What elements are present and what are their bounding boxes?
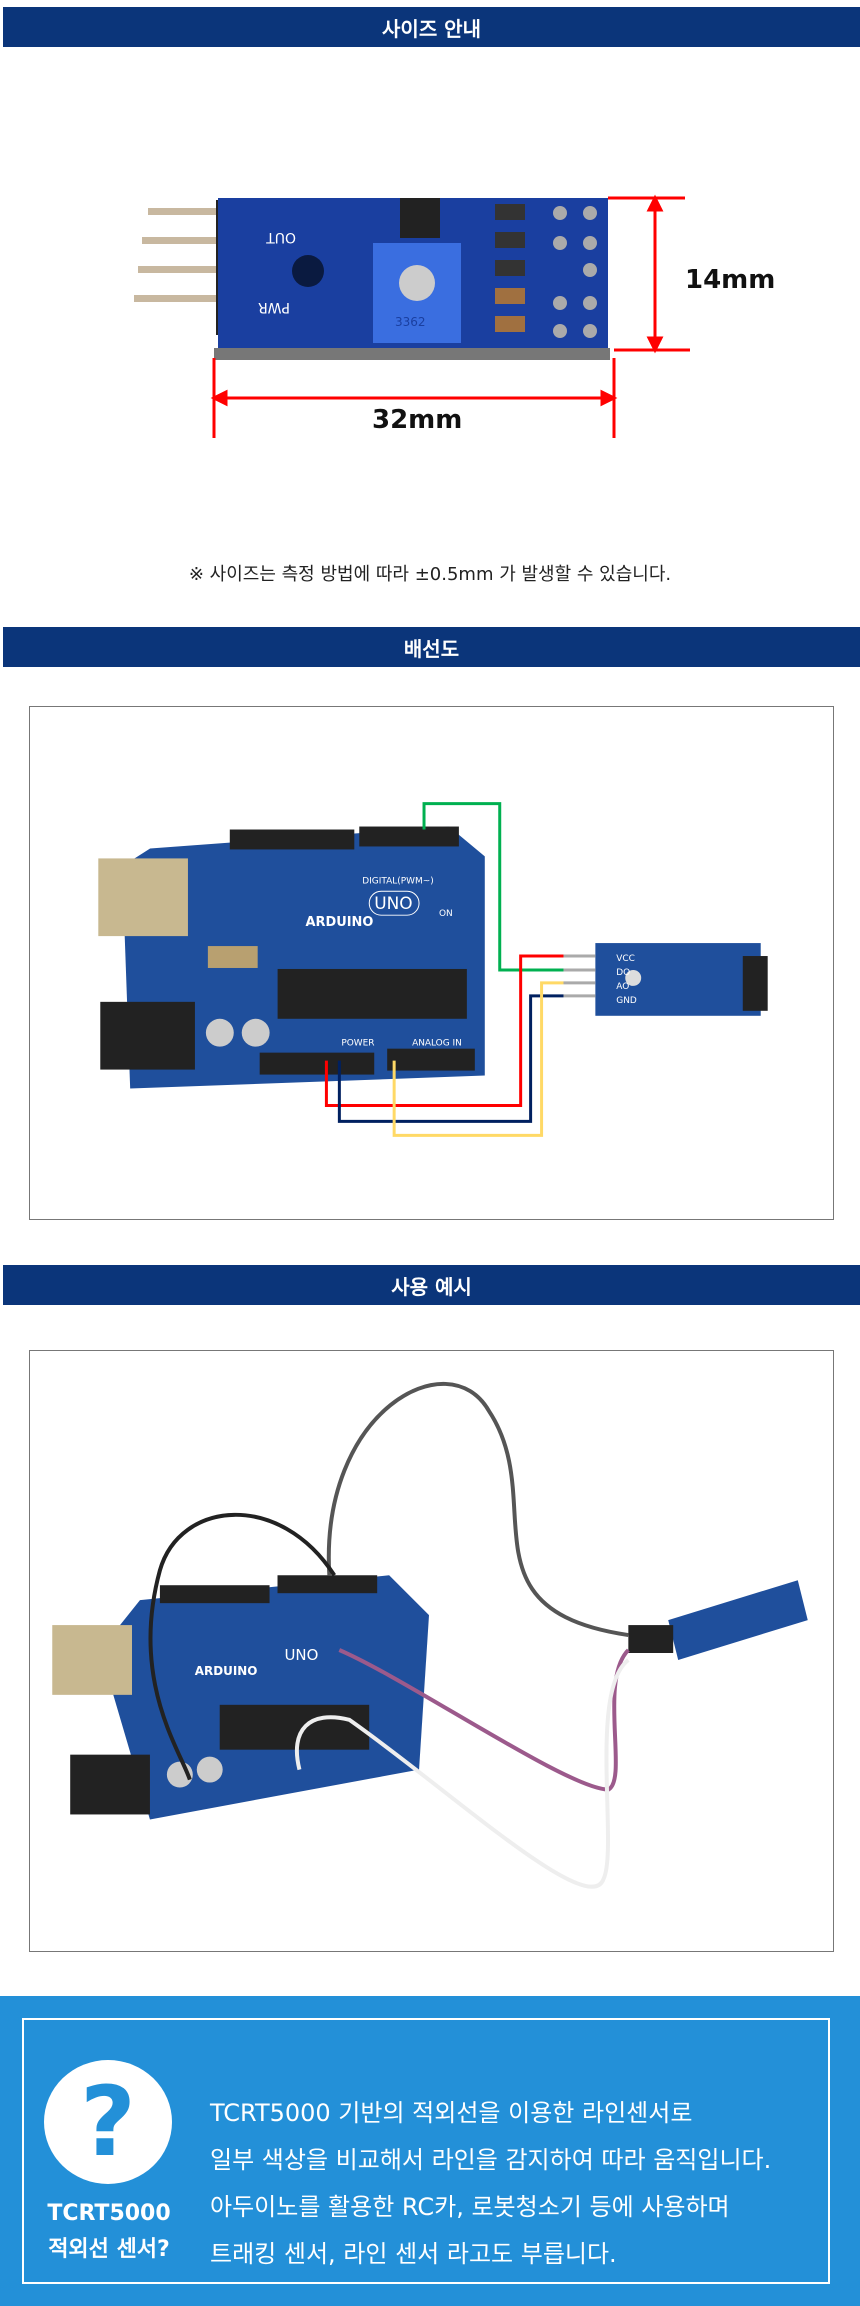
- info-label: TCRT5000 적외선 센서?: [34, 2196, 184, 2268]
- sensor-size-photo: OUT PWR 3362 14mm 32mm: [134, 194, 775, 438]
- pin-gnd: GND: [616, 996, 637, 1006]
- wire-purple: [338, 1648, 630, 1792]
- wire-ao: [392, 981, 564, 1137]
- sensor-module: [668, 1580, 808, 1660]
- question-mark-icon: ?: [44, 2060, 172, 2184]
- sensor-module: [595, 943, 761, 1016]
- wire-vcc: [324, 954, 564, 1107]
- section-header-size: 사이즈 안내: [3, 7, 860, 47]
- description-line: TCRT5000 기반의 적외선을 이용한 라인센서로: [210, 2099, 693, 2127]
- power-label: POWER: [341, 1039, 374, 1049]
- usb-port: [98, 858, 188, 937]
- info-label-line1: TCRT5000: [47, 2201, 171, 2226]
- power-jack: [100, 1001, 195, 1070]
- wire-black: [148, 1512, 336, 1781]
- pin-ao: AO: [616, 982, 629, 992]
- brand-label: ARDUINO: [195, 1664, 258, 1678]
- model-label: UNO: [374, 893, 412, 913]
- pwr-label: PWR: [258, 299, 290, 315]
- info-description: TCRT5000 기반의 적외선을 이용한 라인센서로 일부 색상을 비교해서 …: [210, 2090, 771, 2278]
- width-label: 32mm: [372, 405, 462, 435]
- wiring-diagram-frame: DIGITAL(PWM~) ARDUINO UNO ON POWER ANALO…: [29, 706, 834, 1220]
- description-line: 트래킹 센서, 라인 센서 라고도 부릅니다.: [210, 2240, 617, 2268]
- section-title: 사이즈 안내: [382, 16, 481, 41]
- size-note: ※ 사이즈는 측정 방법에 따라 ±0.5mm 가 발생할 수 있습니다.: [188, 564, 672, 585]
- on-label: ON: [439, 909, 453, 919]
- wire-gray: [326, 1381, 629, 1638]
- section-title: 배선도: [403, 636, 460, 661]
- out-label: OUT: [266, 229, 296, 245]
- section-header-wiring: 배선도: [3, 627, 860, 667]
- info-panel: ? TCRT5000 적외선 센서? TCRT5000 기반의 적외선을 이용한…: [0, 1996, 860, 2306]
- usage-photo-frame: ARDUINO UNO: [29, 1350, 834, 1952]
- wire-white: [294, 1658, 630, 1889]
- section-title: 사용 예시: [391, 1274, 472, 1299]
- info-box: ? TCRT5000 적외선 센서? TCRT5000 기반의 적외선을 이용한…: [22, 2018, 830, 2284]
- brand-label: ARDUINO: [305, 915, 373, 930]
- pot-label: 3362: [395, 315, 426, 329]
- digital-label: DIGITAL(PWM~): [362, 876, 433, 886]
- dimension-lines: [210, 194, 690, 438]
- section-header-usage: 사용 예시: [3, 1265, 860, 1305]
- analog-label: ANALOG IN: [412, 1039, 462, 1049]
- chip: [277, 968, 467, 1019]
- wiring-diagram: DIGITAL(PWM~) ARDUINO UNO ON POWER ANALO…: [98, 802, 768, 1137]
- height-label: 14mm: [685, 265, 775, 295]
- pin-vcc: VCC: [616, 954, 635, 964]
- description-line: 아두이노를 활용한 RC카, 로봇청소기 등에 사용하며: [210, 2193, 730, 2221]
- description-line: 일부 색상을 비교해서 라인을 감지하여 따라 움직입니다.: [210, 2146, 772, 2174]
- usage-photo: ARDUINO UNO: [52, 1381, 808, 1889]
- pin-do: DO: [616, 968, 630, 978]
- model-label: UNO: [284, 1646, 318, 1664]
- question-glyph: ?: [80, 2066, 136, 2178]
- info-label-line2: 적외선 센서?: [48, 2237, 170, 2262]
